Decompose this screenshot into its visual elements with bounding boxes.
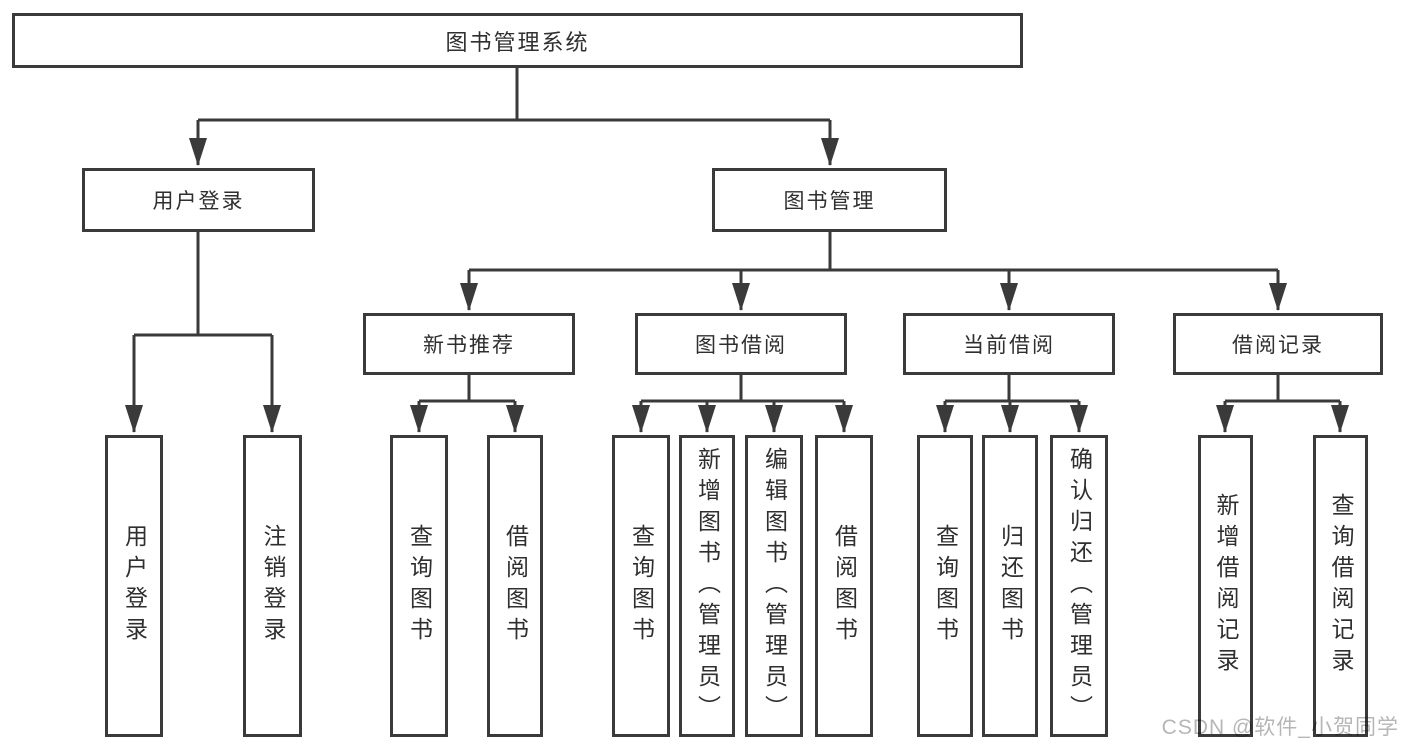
node-user-login: 用户登录 [82,168,315,232]
node-root: 图书管理系统 [12,13,1023,68]
leaf-current-query: 查询图书 [917,435,973,737]
leaf-user-login: 用户登录 [105,435,163,737]
leaf-newbooks-borrow: 借阅图书 [487,435,543,737]
leaf-current-return: 归还图书 [982,435,1038,737]
leaf-borrow-edit-admin: 编辑图书（管理员） [745,435,803,737]
leaf-records-query: 查询借阅记录 [1313,435,1368,737]
leaf-logout: 注销登录 [243,435,302,737]
leaf-borrow-borrow: 借阅图书 [815,435,873,737]
node-borrow-records: 借阅记录 [1173,313,1383,375]
csdn-watermark: CSDN @软件_小贺同学 [1161,716,1399,739]
node-book-mgmt: 图书管理 [712,168,947,232]
leaf-borrow-add-admin: 新增图书（管理员） [679,435,735,737]
leaf-newbooks-query: 查询图书 [390,435,448,737]
leaf-borrow-query: 查询图书 [612,435,670,737]
node-new-books: 新书推荐 [363,313,575,375]
leaf-records-add: 新增借阅记录 [1198,435,1253,737]
node-current-borrow: 当前借阅 [903,313,1115,375]
node-book-borrow: 图书借阅 [635,313,847,375]
leaf-current-confirm-admin: 确认归还（管理员） [1050,435,1108,737]
